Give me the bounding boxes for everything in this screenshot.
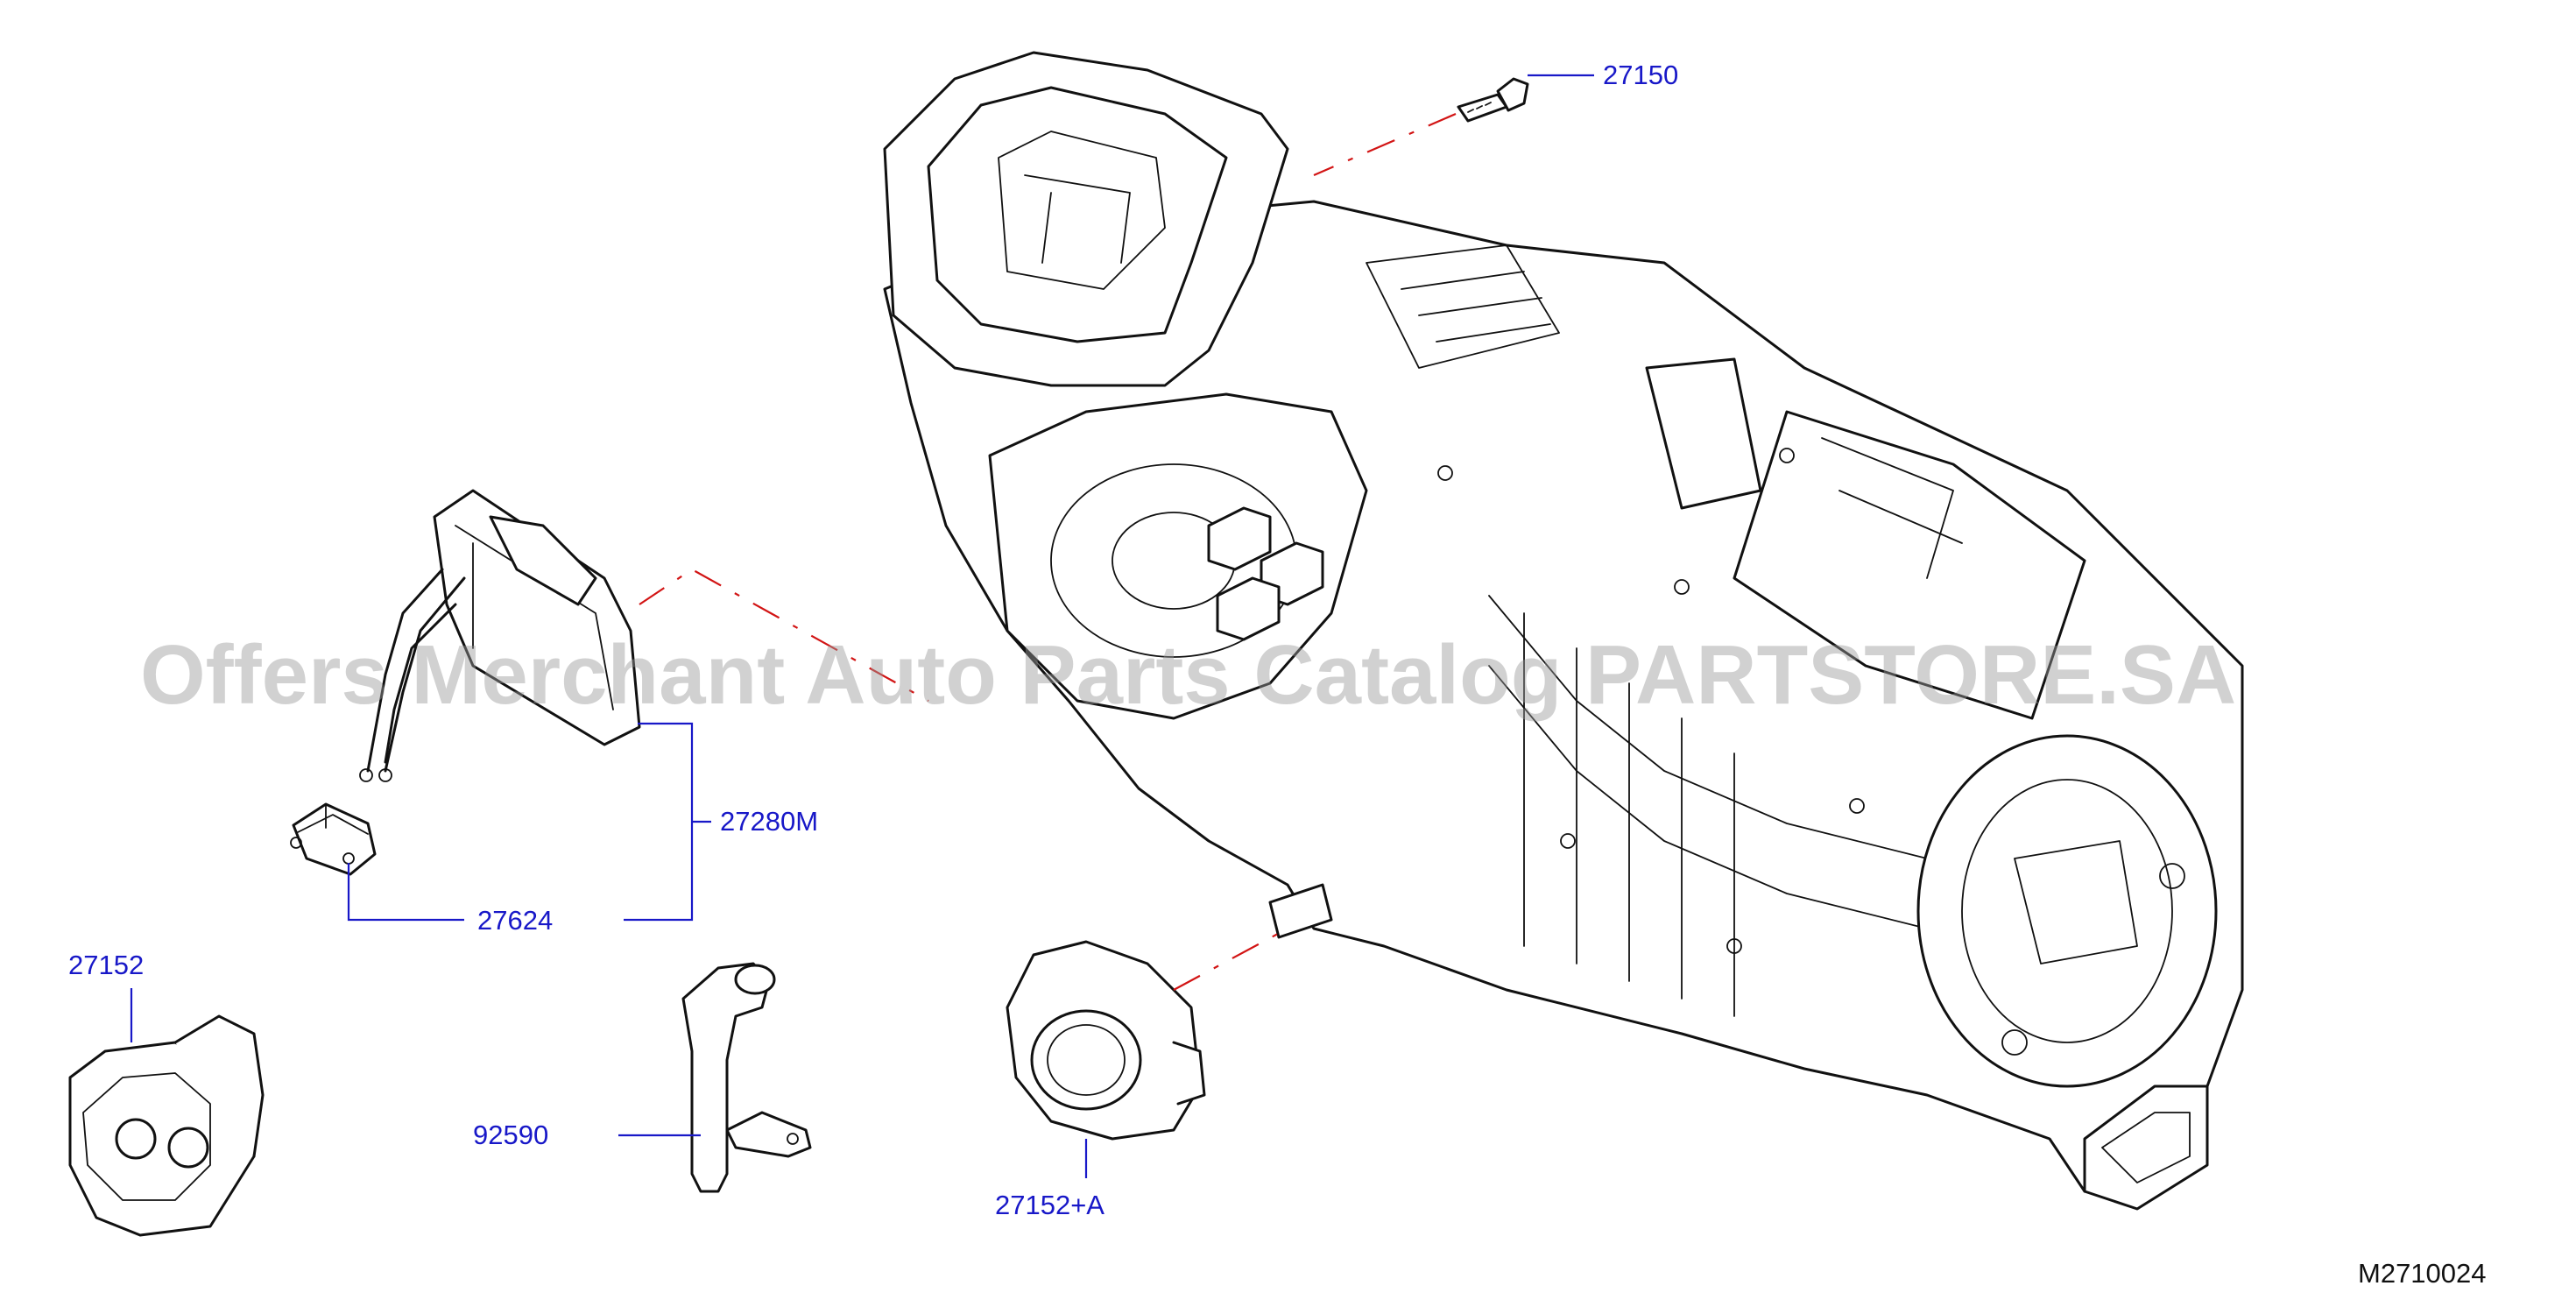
leader-27280m bbox=[624, 722, 694, 922]
drain-hose-92590-part bbox=[681, 962, 812, 1193]
sensor-27624-part bbox=[290, 802, 377, 876]
diagram-code: M2710024 bbox=[2358, 1258, 2487, 1289]
leader-27624 bbox=[347, 863, 464, 922]
callout-92590[interactable]: 92590 bbox=[473, 1120, 548, 1150]
heater-core-27280m-part bbox=[359, 489, 641, 782]
screw-27150-part bbox=[1457, 77, 1529, 123]
callout-27150[interactable]: 27150 bbox=[1603, 60, 1678, 90]
centerline-27150 bbox=[1313, 112, 1457, 177]
callout-27280m[interactable]: 27280M bbox=[720, 806, 818, 837]
callout-27152a[interactable]: 27152+A bbox=[995, 1190, 1105, 1220]
seal-27152a-part bbox=[1006, 940, 1206, 1141]
packing-27152-part bbox=[68, 1014, 265, 1237]
callout-27624[interactable]: 27624 bbox=[477, 905, 553, 936]
centerline-27152a bbox=[1173, 928, 1288, 991]
callout-27152[interactable]: 27152 bbox=[68, 950, 144, 980]
watermark-text: Offers Merchant Auto Parts Catalog PARTS… bbox=[140, 628, 2236, 722]
leader-lines bbox=[130, 74, 1594, 1178]
heater-unit-assembly bbox=[883, 51, 2244, 1211]
